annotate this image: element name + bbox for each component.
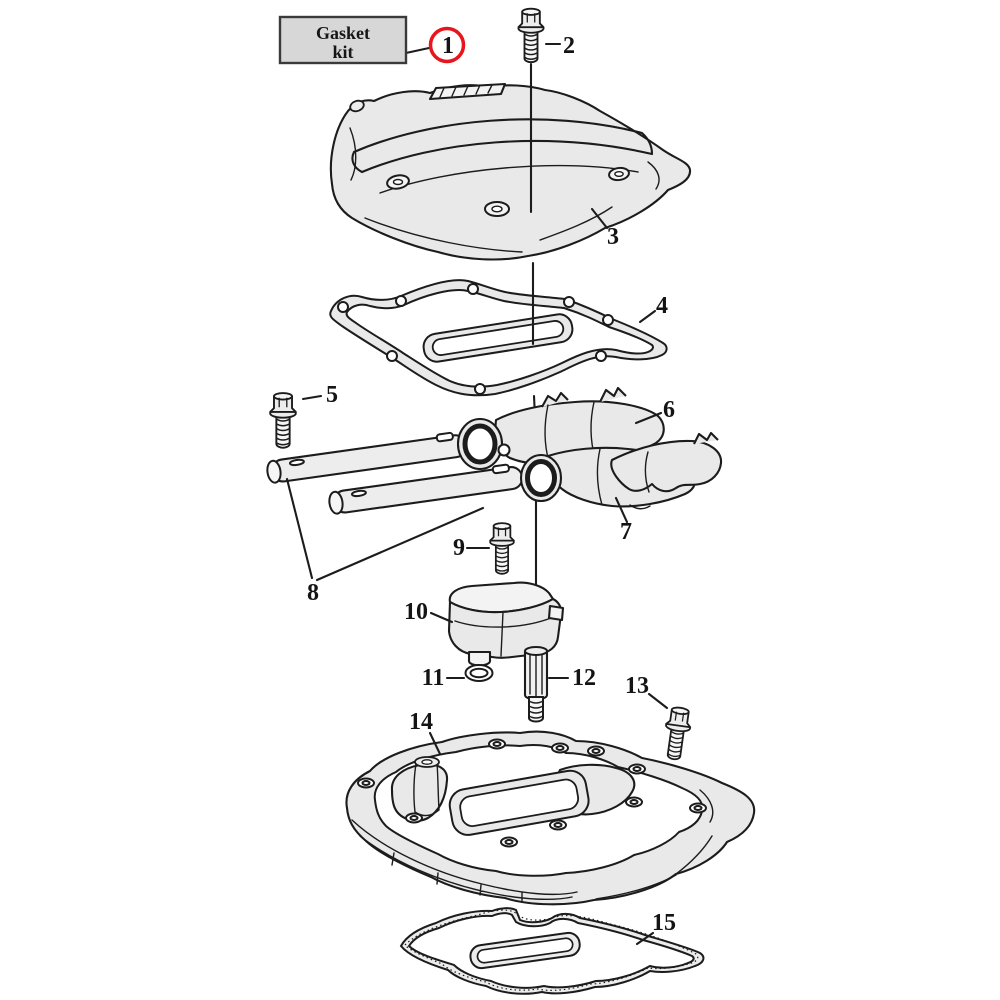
housing-center-channel [448, 769, 590, 836]
part-8-rocker-shaft-upper [266, 431, 468, 484]
part-11-o-ring [464, 664, 494, 682]
leader-line-1 [404, 46, 431, 55]
assembly-axis-line [529, 62, 538, 650]
leader-line-3 [590, 207, 609, 230]
gasket-center-ring [422, 313, 574, 363]
part-label-15: 15 [652, 910, 676, 936]
part-label-1: 1 [442, 33, 454, 59]
part-label-3: 3 [607, 224, 619, 250]
leader-line-15 [635, 931, 655, 946]
leader-line-13 [647, 692, 669, 710]
part-label-9: 9 [453, 535, 465, 561]
leader-lines [285, 42, 669, 946]
housing-boss-column [413, 756, 440, 817]
cover-knob [349, 99, 365, 113]
part-label-7: 7 [620, 519, 632, 545]
leader-line-8 [285, 477, 485, 582]
part-5-bolt [269, 392, 297, 449]
cover-vent-tab [428, 82, 507, 101]
part-7-rocker-arm [519, 431, 723, 510]
part-12-breather-valve [523, 646, 549, 723]
part-13-bolt [660, 705, 694, 762]
part-label-14: 14 [409, 709, 433, 735]
part-4-cover-gasket [329, 279, 668, 397]
leader-line-14 [428, 731, 442, 756]
part-2-bolt [517, 7, 545, 64]
gasket-bolt-holes [337, 283, 614, 395]
part-15-housing-gasket [399, 907, 705, 995]
gasket-kit-line1: Gasket [316, 23, 370, 43]
leader-line-10 [429, 611, 454, 624]
gasket-15-center-ring [469, 931, 581, 970]
gasket-kit-box: Gasket kit [278, 15, 408, 65]
part-14-rocker-housing-lower [345, 730, 756, 906]
cover-bolt-recesses [386, 166, 630, 217]
housing-bolt-holes [357, 738, 707, 848]
part-label-10: 10 [404, 599, 428, 625]
leader-line-5 [301, 394, 323, 401]
part-label-11: 11 [422, 665, 445, 691]
part-label-2: 2 [563, 33, 575, 59]
part-3-rocker-cover-upper [329, 82, 692, 261]
highlight-circle [428, 26, 466, 64]
part-label-12: 12 [572, 665, 596, 691]
gasket-kit-line2: kit [332, 42, 353, 62]
breather-spigot [467, 650, 492, 667]
part-number-labels: 1 2 3 4 5 6 7 8 9 10 11 12 13 14 15 [307, 33, 676, 936]
leader-line-4 [638, 309, 657, 324]
leader-line-7 [614, 496, 629, 524]
part-label-5: 5 [326, 382, 338, 408]
part-label-6: 6 [663, 397, 675, 423]
leader-line-6 [634, 411, 663, 425]
part-label-4: 4 [656, 293, 668, 319]
part-9-bolt [489, 522, 515, 575]
part-label-8: 8 [307, 580, 319, 606]
part-label-13: 13 [625, 673, 649, 699]
